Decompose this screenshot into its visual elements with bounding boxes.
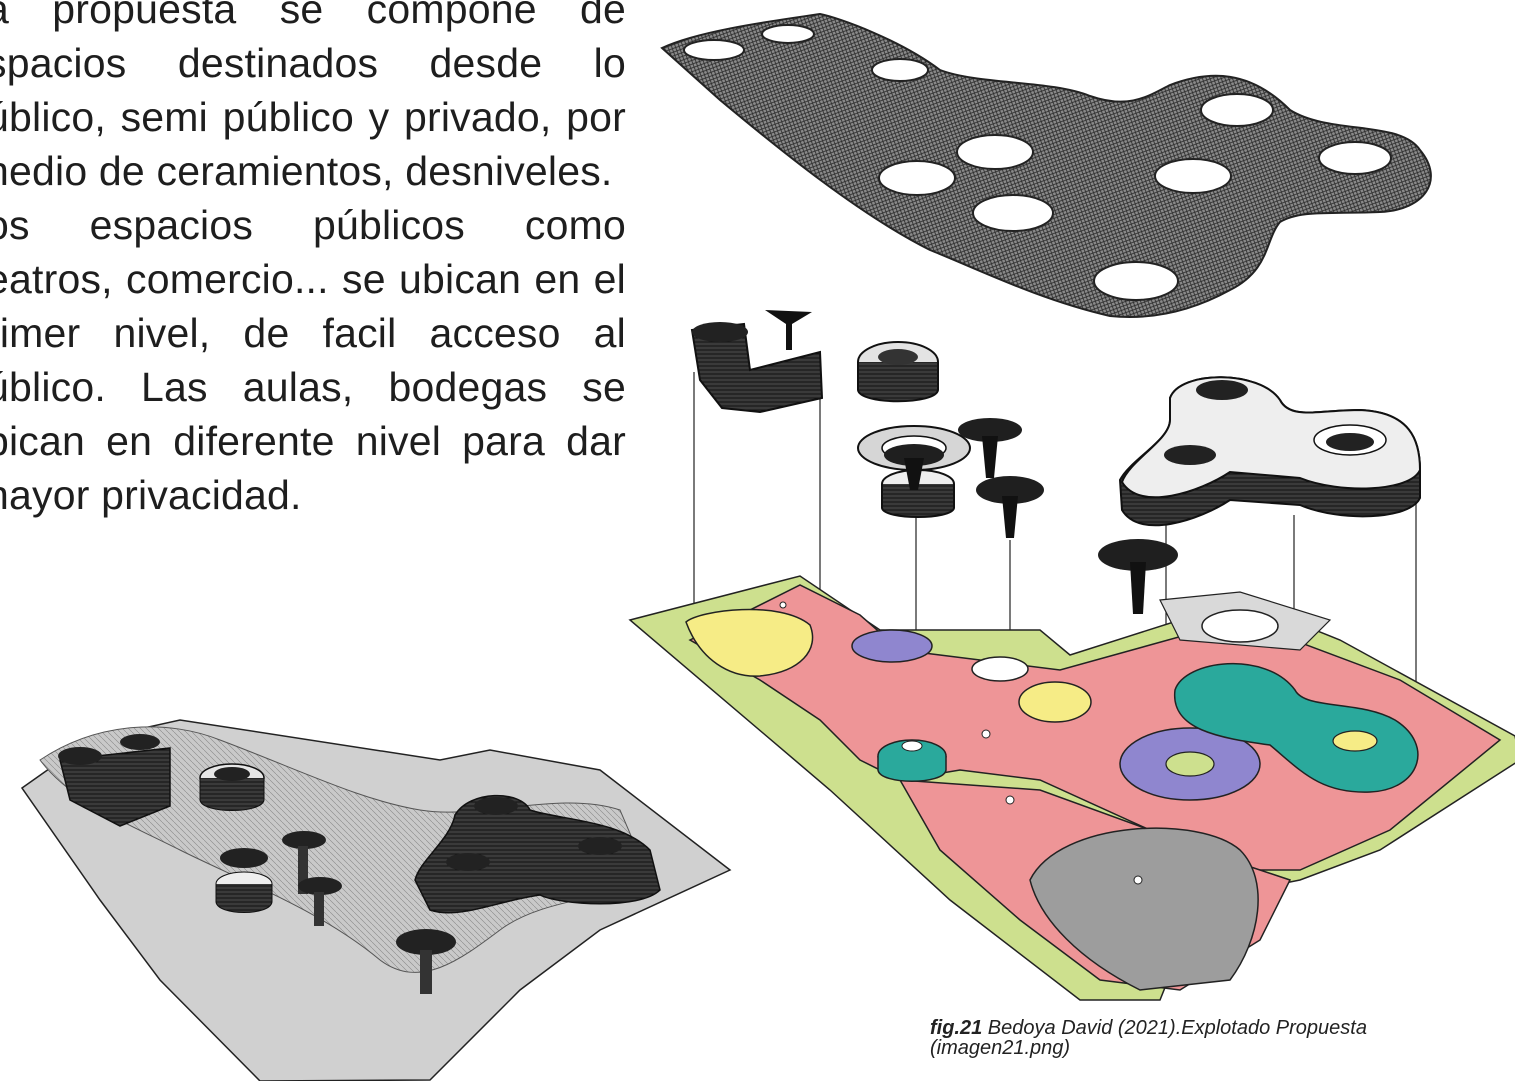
columns <box>958 418 1178 614</box>
body-line: nedio de ceramientos, desniveles. <box>0 148 613 194</box>
volume-right <box>1118 376 1422 527</box>
body-line: úblico. Las aulas, bodegas se <box>0 364 626 410</box>
figure-caption-source: (imagen21.png) <box>930 1037 1071 1059</box>
body-line: os espacios públicos como <box>0 202 626 248</box>
body-line: nayor privacidad. <box>0 472 302 518</box>
body-line: eatros, comercio... se ubican en el <box>0 256 626 302</box>
body-paragraph: a propuesta se compone de spacios destin… <box>0 0 626 522</box>
figure-caption-text: Bedoya David (2021).Explotado Propuesta <box>982 1017 1367 1039</box>
body-line: úblico, semi público y privado, por <box>0 94 626 140</box>
body-line: rimer nivel, de facil acceso al <box>0 310 626 356</box>
roof-surface <box>660 12 1432 318</box>
body-line: spacios destinados desde lo <box>0 40 626 86</box>
figure-caption: fig.21 Bedoya David (2021).Explotado Pro… <box>930 1018 1490 1058</box>
figure-label: fig.21 <box>930 1017 983 1039</box>
body-line: bican en diferente nivel para dar <box>0 418 626 464</box>
body-line: a propuesta se compone de <box>0 0 626 32</box>
assembled-view <box>20 719 732 1081</box>
volume-rings <box>857 341 971 518</box>
ground-plan <box>628 575 1515 1001</box>
volume-left <box>690 310 824 414</box>
